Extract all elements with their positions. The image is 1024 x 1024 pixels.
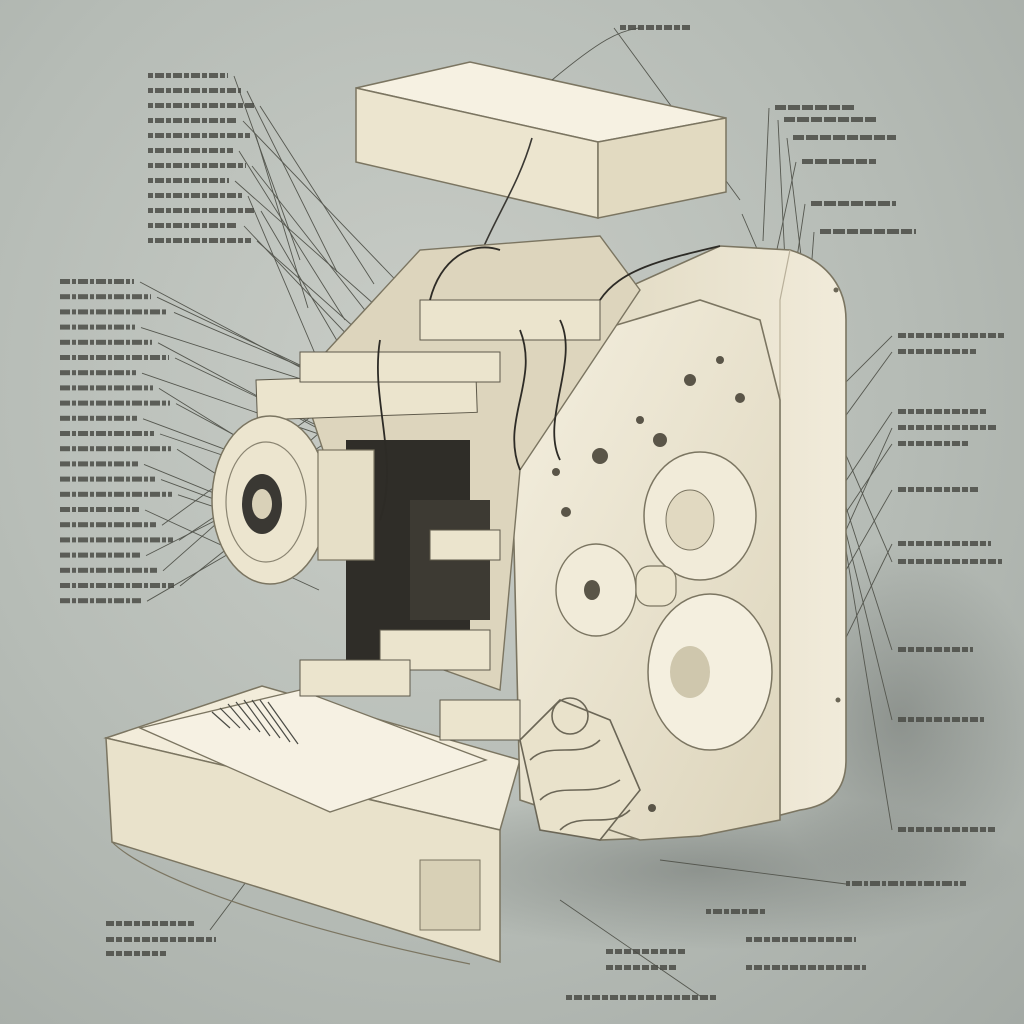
callout-label-right — [898, 541, 991, 546]
callout-label-right — [898, 717, 984, 722]
callout-leader-bottom — [659, 859, 847, 885]
callout-label-left — [148, 148, 233, 153]
callout-label-left — [60, 583, 174, 588]
callout-label-left — [148, 163, 246, 168]
callout-label-right — [898, 333, 1004, 338]
callout-label-left — [60, 385, 153, 391]
callout-label-bottom — [606, 949, 685, 954]
callout-label-right — [898, 349, 976, 354]
vent-slots — [211, 699, 299, 745]
callout-label-bottom — [106, 937, 216, 942]
left-drum — [211, 415, 375, 585]
callout-label-left — [60, 567, 157, 573]
callout-label-bottom — [106, 951, 166, 956]
callout-label-left — [148, 118, 236, 123]
callout-label-left — [148, 193, 242, 198]
cables — [377, 245, 721, 521]
callout-label-left — [60, 370, 136, 376]
callout-label-bottom — [746, 937, 856, 942]
callout-labels — [60, 25, 1004, 1000]
callout-leader-left — [242, 120, 412, 297]
callout-label-left — [60, 279, 134, 284]
callout-label-right — [811, 201, 896, 206]
callout-label-left — [148, 73, 228, 78]
internal-mechanism — [255, 235, 721, 741]
callout-label-right — [898, 441, 968, 446]
callout-label-right — [802, 159, 876, 164]
callout-leader-left — [246, 90, 338, 273]
callout-leader-left — [157, 342, 333, 437]
callout-label-bottom — [566, 995, 716, 1000]
callout-label-left — [60, 400, 170, 406]
callout-label-left — [148, 88, 241, 93]
callout-leader-bottom — [559, 899, 701, 997]
callout-label-left — [148, 208, 254, 213]
callout-label-left — [148, 178, 229, 183]
callout-label-left — [60, 309, 166, 315]
callout-label-left — [60, 461, 138, 467]
callout-label-left — [60, 415, 137, 421]
callout-label-right — [775, 105, 854, 110]
lattice-bracket — [519, 697, 641, 841]
callout-label-right — [898, 487, 978, 492]
callout-label-left — [60, 324, 135, 330]
callout-label-bottom — [106, 921, 194, 926]
callout-label-right — [784, 117, 876, 122]
callout-leader-right — [762, 107, 770, 242]
callout-label-left — [60, 355, 169, 360]
callout-label-bottom — [606, 965, 676, 970]
callout-label-left — [60, 339, 152, 345]
callout-label-bottom — [706, 909, 765, 914]
callout-label-left — [148, 103, 254, 108]
callout-label-left — [60, 294, 151, 300]
base-tray — [103, 685, 521, 965]
callout-label-left — [60, 537, 173, 543]
callout-label-left — [60, 507, 139, 512]
callout-label-left — [60, 446, 171, 452]
callout-label-left — [60, 431, 154, 436]
callout-label-left — [60, 491, 172, 497]
callout-label-left — [148, 238, 251, 243]
callout-leader-left — [238, 150, 346, 321]
callout-label-left — [148, 223, 236, 228]
callout-label-right — [820, 229, 916, 234]
callout-label-right — [898, 425, 996, 430]
callout-label-bottom — [746, 965, 866, 970]
callout-label-left — [148, 133, 250, 138]
callout-label-right — [898, 827, 995, 832]
callout-leader-left — [247, 195, 317, 357]
callout-leader-left — [251, 165, 383, 333]
callout-leader-left — [139, 281, 325, 381]
callout-leader-left — [259, 105, 375, 285]
callout-label-left — [60, 552, 140, 558]
callout-label-right — [898, 559, 1002, 564]
callout-label-left — [60, 476, 155, 482]
callout-label-right — [793, 135, 896, 140]
callout-leader-left — [255, 135, 309, 309]
right-discs — [555, 451, 773, 751]
top-lid — [355, 61, 727, 219]
callout-label-left — [60, 598, 141, 604]
callout-label-right — [620, 25, 690, 30]
callout-label-left — [60, 522, 156, 528]
lid-cable-2 — [551, 27, 641, 81]
callout-label-bottom — [846, 881, 966, 886]
callout-label-right — [898, 409, 986, 414]
lid-cable — [483, 137, 533, 247]
callout-label-right — [898, 647, 973, 652]
gear-rack — [255, 299, 601, 741]
